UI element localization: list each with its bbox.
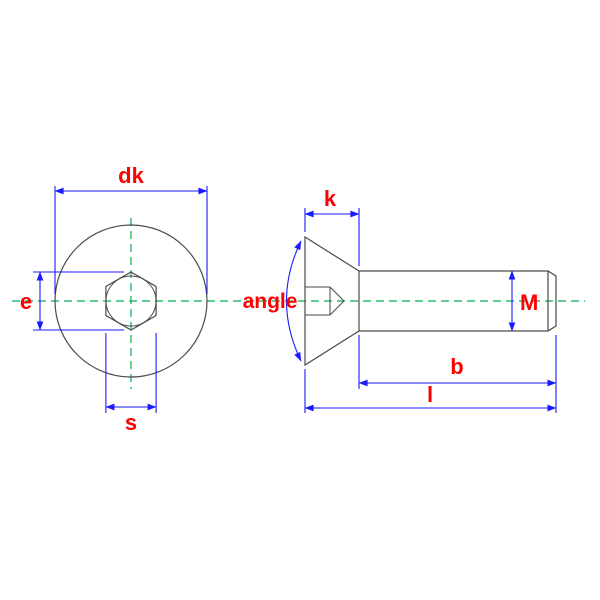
k-label: k — [324, 186, 337, 211]
s-label: s — [125, 410, 137, 435]
dim-dk: dk — [54, 163, 208, 294]
angle-arc — [285, 240, 302, 362]
dim-b: b — [358, 335, 557, 413]
dim-m: M — [508, 270, 538, 332]
dim-k: k — [304, 186, 360, 266]
dim-s: s — [105, 333, 157, 435]
centerlines — [12, 218, 585, 389]
m-label: M — [520, 290, 538, 315]
e-label: e — [20, 289, 32, 314]
hex-socket-section — [305, 286, 345, 316]
screw-body-outline — [304, 235, 557, 367]
angle-label: angle — [243, 290, 298, 313]
dim-e: e — [20, 271, 124, 331]
socket-cone-point — [329, 286, 345, 316]
b-label: b — [450, 354, 463, 379]
head-circle — [54, 224, 208, 378]
l-label: l — [427, 382, 433, 407]
dim-angle: angle — [243, 240, 302, 362]
front-view — [54, 224, 208, 378]
hex-socket — [105, 271, 157, 331]
dk-label: dk — [118, 163, 144, 188]
dim-l: l — [304, 369, 557, 413]
side-view — [304, 235, 557, 367]
